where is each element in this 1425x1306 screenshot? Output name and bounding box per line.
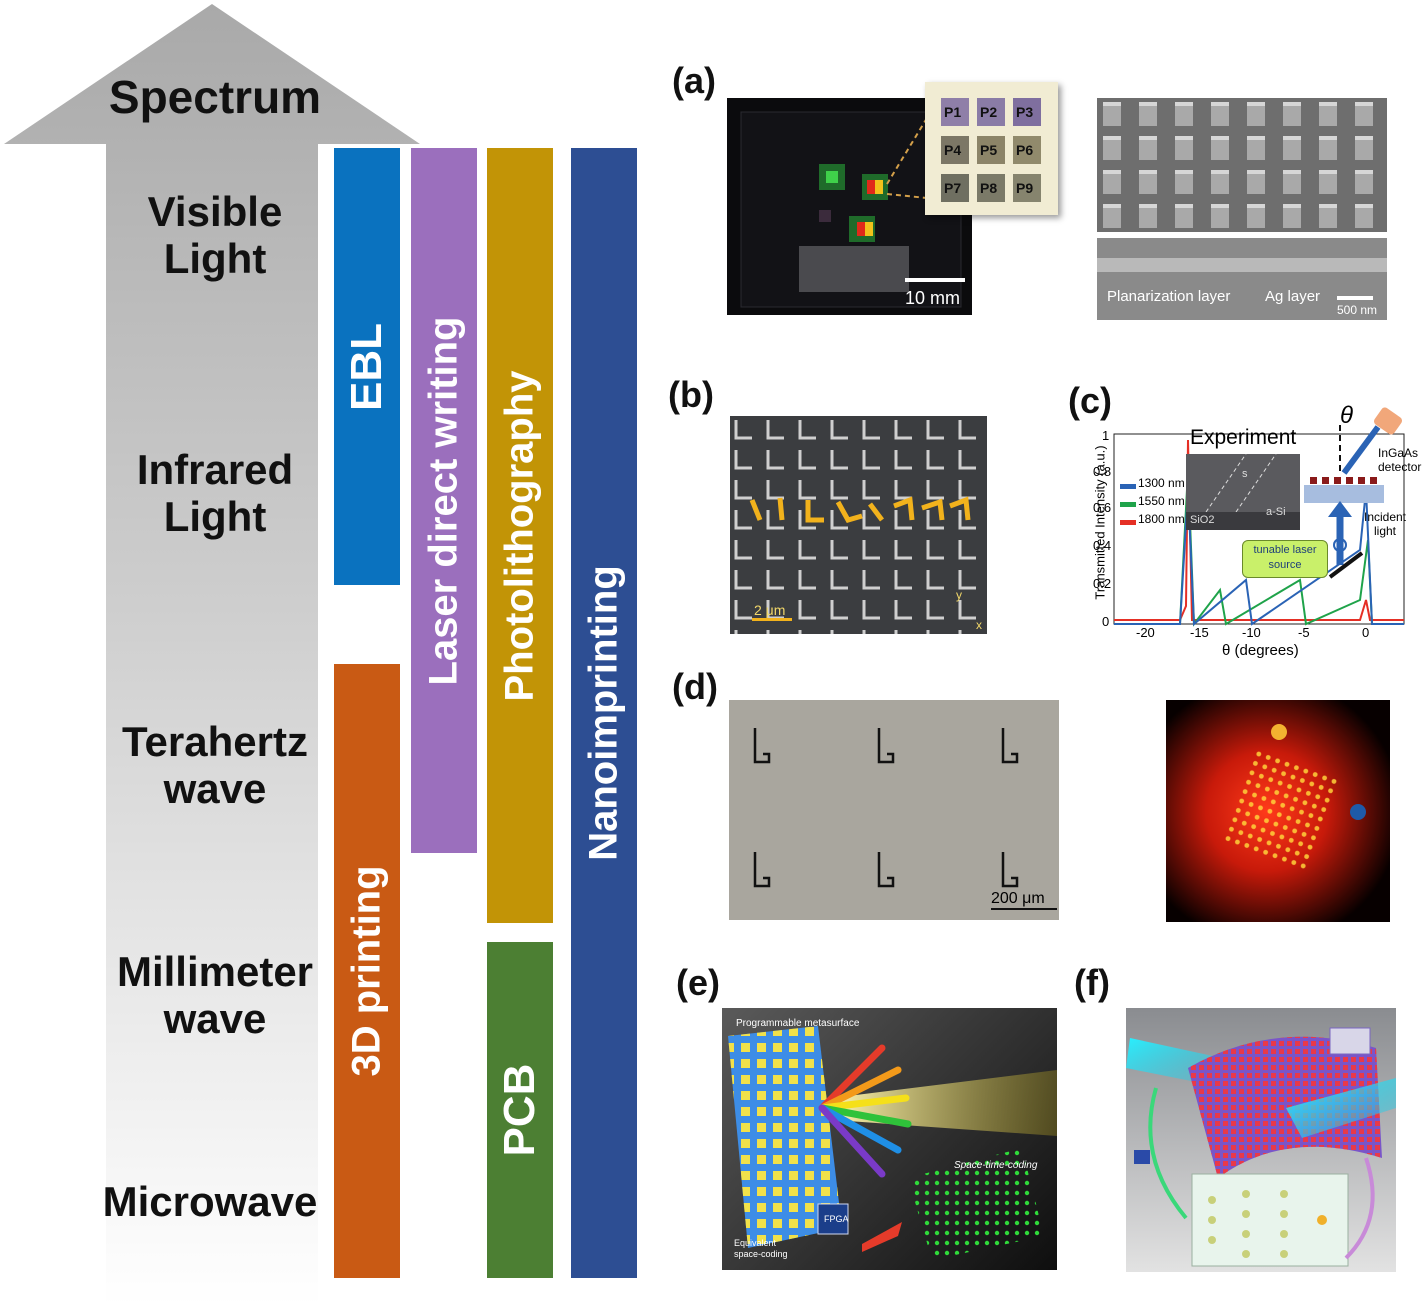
panel-e-illustration: Programmable metasurface Space-time-codi… [722, 1008, 1057, 1270]
pixel-p8: P8 [980, 180, 998, 196]
panel-a-pixel-grid [941, 98, 1041, 202]
panel-c-xtick-4: 0 [1362, 625, 1370, 640]
pixel-p9: P9 [1016, 180, 1034, 196]
panel-d-beam-image [1166, 700, 1390, 922]
sem-scale: 500 nm [1337, 303, 1378, 317]
panel-label-a: (a) [672, 60, 716, 101]
technique-bar-laser-direct-writing: Laser direct writing [411, 148, 477, 853]
technique-bar-3d-printing: 3D printing [334, 664, 400, 1278]
panel-c-setup-drawing [1304, 407, 1402, 579]
technique-bar-photolithography: Photolithography [487, 148, 553, 923]
panel-c-xtick-1: -15 [1190, 625, 1209, 640]
band-microwave: Microwave [102, 1178, 318, 1225]
panel-d-scale: 200 μm [991, 890, 1045, 907]
legend-swatch-1800 [1120, 520, 1136, 525]
panel-d-microscope-image: 200 μm [729, 700, 1059, 920]
panel-c-ytick-5: 1 [1102, 428, 1110, 443]
spectrum-title: Spectrum [108, 71, 322, 123]
band-millimeter-wave: Millimeter wave [116, 948, 314, 1043]
panel-c-xtick-0: -20 [1136, 625, 1155, 640]
inset-asi: a-Si [1266, 506, 1286, 518]
panel-c-xtick-3: -5 [1298, 625, 1310, 640]
panel-c-xtick-2: -10 [1242, 625, 1261, 640]
panel-label-c: (c) [1068, 380, 1112, 421]
pixel-p1: P1 [944, 104, 962, 120]
panel-c-sem-inset: SiO2 a-Si s [1186, 454, 1300, 530]
pixel-p4: P4 [944, 142, 962, 158]
panel-label-d: (d) [672, 666, 718, 707]
pixel-p7: P7 [944, 180, 962, 196]
panel-e-equiv: Equivalent space-coding [734, 1238, 788, 1259]
panel-c-ylabel: Transmitted Intensity (a.u.) [1092, 445, 1108, 600]
panel-e-drawing [728, 1026, 1057, 1260]
panel-a-pixel-inset: P1 P2 P3 P4 P5 P6 P7 P8 P9 [925, 82, 1058, 215]
setup-laser-source: tunable laser source [1242, 540, 1328, 578]
sem-label-planarization: Planarization layer [1107, 288, 1231, 305]
panel-b-sem-image: 2 μm y x [730, 416, 987, 634]
legend-swatch-1550 [1120, 502, 1136, 507]
legend-1300: 1300 nm [1138, 476, 1185, 490]
technique-bar-ebl: EBL [334, 148, 400, 585]
technique-label-3d-printing: 3D printing [344, 865, 389, 1077]
technique-bar-nanoimprinting: Nanoimprinting [571, 148, 637, 1278]
panel-label-b: (b) [668, 374, 714, 415]
panel-a-sem-image: Planarization layer Ag layer 500 nm [1097, 98, 1387, 320]
panel-c-ytick-2: 0.4 [1093, 538, 1112, 553]
panel-label-e: (e) [676, 962, 720, 1003]
panel-c-inset-drawing [1186, 454, 1300, 530]
panel-label-f: (f) [1074, 962, 1110, 1003]
technique-label-laser-direct-writing: Laser direct writing [421, 316, 466, 685]
panel-f-drawing [1126, 1027, 1396, 1267]
setup-incident: Incident light [1363, 510, 1407, 538]
panel-c-xlabel: θ (degrees) [1222, 642, 1299, 659]
setup-theta: θ [1340, 402, 1354, 429]
panel-e-title: Programmable metasurface [736, 1018, 860, 1029]
band-infrared-light: Infrared Light [136, 446, 294, 541]
panel-a-device-photo: 10 mm [727, 98, 972, 315]
panel-c-title: Experiment [1190, 426, 1297, 449]
legend-1800: 1800 nm [1138, 512, 1185, 526]
band-visible-light: Visible Light [147, 188, 283, 283]
panel-a-scale-left: 10 mm [905, 288, 961, 308]
panel-b-nanoantenna-drawing [730, 416, 987, 634]
inset-sio2: SiO2 [1190, 514, 1215, 526]
panel-e-chip: FPGA [824, 1214, 849, 1224]
setup-detector: InGaAs detector [1378, 446, 1422, 474]
panel-c-ytick-3: 0.6 [1093, 500, 1112, 515]
panel-b-axis-x: x [976, 618, 982, 632]
pixel-p5: P5 [980, 142, 998, 158]
panel-a-device-drawing [740, 111, 965, 308]
legend-swatch-1300 [1120, 484, 1136, 489]
panel-b-scale: 2 μm [754, 602, 786, 618]
panel-b-axis-y: y [956, 588, 962, 602]
technique-label-pcb: PCB [495, 1063, 544, 1157]
panel-c-ytick-0: 0 [1102, 614, 1110, 629]
sem-label-ag-layer: Ag layer [1265, 288, 1321, 305]
band-terahertz-wave: Terahertz wave [122, 718, 308, 813]
panel-c-ytick-1: 0.2 [1093, 576, 1112, 591]
panel-f-illustration [1126, 1008, 1396, 1272]
pixel-p3: P3 [1016, 104, 1034, 120]
panel-d-resonators-drawing [753, 728, 1057, 910]
panel-e-coding: Space-time-coding [954, 1160, 1038, 1171]
technique-bar-pcb: PCB [487, 942, 553, 1278]
pixel-p2: P2 [980, 104, 998, 120]
pixel-p6: P6 [1016, 142, 1034, 158]
technique-label-nanoimprinting: Nanoimprinting [581, 565, 626, 861]
legend-1550: 1550 nm [1138, 494, 1185, 508]
setup-laser-source-label: tunable laser source [1253, 544, 1317, 571]
inset-s: s [1242, 468, 1248, 480]
technique-label-ebl: EBL [342, 322, 391, 411]
panel-c-ytick-4: 0.8 [1093, 464, 1112, 479]
series-1300nm [1114, 489, 1404, 627]
series-1800nm [1114, 439, 1404, 621]
panel-d-beam-drawing [1166, 700, 1390, 922]
panel-a-sem-drawing [1097, 98, 1387, 320]
technique-label-photolithography: Photolithography [497, 369, 542, 702]
